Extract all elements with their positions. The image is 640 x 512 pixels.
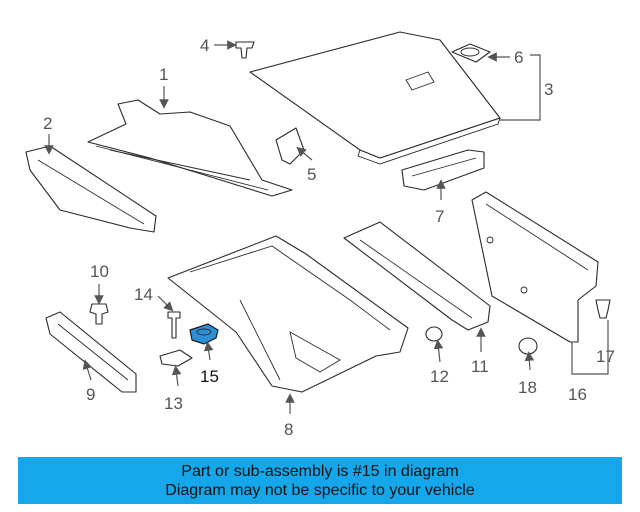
banner-line-part: Part or sub-assembly is #15 in diagram [181, 463, 459, 480]
callout-15: 15 [200, 367, 219, 386]
callout-2: 2 [43, 114, 52, 133]
part-trim-panel-2 [25, 145, 157, 233]
part-rear-cover [87, 99, 293, 197]
part-15-highlighted [189, 323, 219, 345]
callout-6: 6 [514, 48, 523, 67]
callout-17: 17 [596, 347, 615, 366]
callout-13: 13 [164, 394, 183, 413]
callout-16: 16 [568, 385, 587, 404]
banner-line-disclaimer: Diagram may not be specific to your vehi… [165, 482, 475, 499]
part-clip-4 [235, 41, 255, 59]
leader-lines [44, 40, 609, 414]
callout-3: 3 [544, 80, 553, 99]
callout-1: 1 [159, 65, 168, 84]
callout-9: 9 [86, 385, 95, 404]
part-rail-11 [343, 221, 491, 331]
part-handle [451, 43, 491, 63]
part-bracket-5 [275, 127, 305, 165]
part-clip-17 [595, 299, 611, 319]
callout-5: 5 [307, 165, 316, 184]
callout-7: 7 [435, 207, 444, 226]
callout-10: 10 [90, 262, 109, 281]
callout-11: 11 [471, 357, 489, 376]
part-cap-18 [518, 337, 538, 355]
callout-18: 18 [518, 378, 537, 397]
part-sill-strip-9 [45, 311, 137, 393]
part-clip-10 [89, 303, 109, 325]
callout-labels: 1 2 4 5 6 3 7 8 9 10 11 12 13 14 15 16 1… [43, 36, 615, 439]
part-plug-12 [425, 326, 443, 342]
part-wheel-well [167, 235, 409, 393]
part-side-trim-16 [471, 191, 599, 343]
part-bolt-14 [167, 311, 181, 339]
callout-12: 12 [430, 367, 449, 386]
part-holder-13 [159, 349, 193, 367]
part-cover-7 [401, 149, 485, 191]
parts-diagram: 1 2 4 5 6 3 7 8 9 10 11 12 13 14 15 16 1… [25, 31, 615, 439]
callout-14: 14 [134, 285, 153, 304]
callout-4: 4 [200, 36, 209, 55]
info-banner: Part or sub-assembly is #15 in diagram D… [18, 457, 622, 504]
callout-8: 8 [284, 420, 293, 439]
part-load-floor [249, 31, 501, 165]
